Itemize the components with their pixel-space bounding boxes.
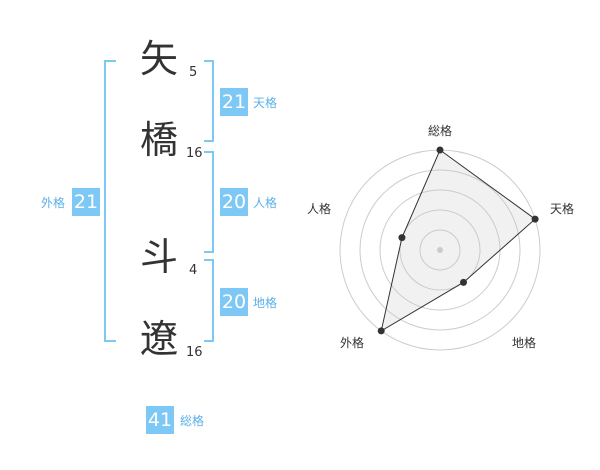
radar-point-1 <box>436 146 444 154</box>
name-char-2: 橋 <box>140 118 179 162</box>
radar-center <box>437 247 443 253</box>
radar-label-chikaku: 地格 <box>512 336 537 350</box>
radar-point-4 <box>377 327 385 335</box>
tenkaku-badge: 21 <box>220 88 248 116</box>
radar-label-gaikaku: 外格 <box>340 336 365 350</box>
stroke-count-2: 16 <box>186 146 203 161</box>
gaikaku-label: 外格 <box>41 196 66 210</box>
chikaku-bracket <box>204 259 214 342</box>
jinkaku-label: 人格 <box>253 196 278 210</box>
jinkaku-badge: 20 <box>220 188 248 216</box>
radar-label-soukaku: 総格 <box>428 124 453 138</box>
gaikaku-badge: 21 <box>72 188 100 216</box>
radar-ring <box>399 209 481 291</box>
name-char-3: 斗 <box>140 235 179 279</box>
radar-ring <box>359 169 521 331</box>
chikaku-badge: 20 <box>220 288 248 316</box>
jinkaku-bracket <box>204 151 214 253</box>
radar-polygon <box>380 149 536 332</box>
radar-ring <box>419 229 461 271</box>
radar-ring <box>379 189 501 311</box>
tenkaku-bracket <box>204 60 214 142</box>
stroke-count-4: 16 <box>186 345 203 360</box>
radar-label-jinkaku: 人格 <box>307 202 332 216</box>
radar-point-2 <box>531 215 539 223</box>
soukaku-label: 総格 <box>180 414 205 428</box>
radar-label-tenkaku: 天格 <box>550 202 575 216</box>
soukaku-badge: 41 <box>146 406 174 434</box>
radar-point-3 <box>460 278 468 286</box>
stroke-count-1: 5 <box>189 65 198 80</box>
stroke-count-3: 4 <box>189 263 198 278</box>
chikaku-label: 地格 <box>253 296 278 310</box>
radar-ring <box>339 149 541 351</box>
radar-point-5 <box>398 234 406 242</box>
gaikaku-bracket <box>104 60 116 342</box>
name-char-4: 遼 <box>140 317 179 361</box>
name-char-1: 矢 <box>140 37 179 81</box>
tenkaku-label: 天格 <box>253 96 278 110</box>
